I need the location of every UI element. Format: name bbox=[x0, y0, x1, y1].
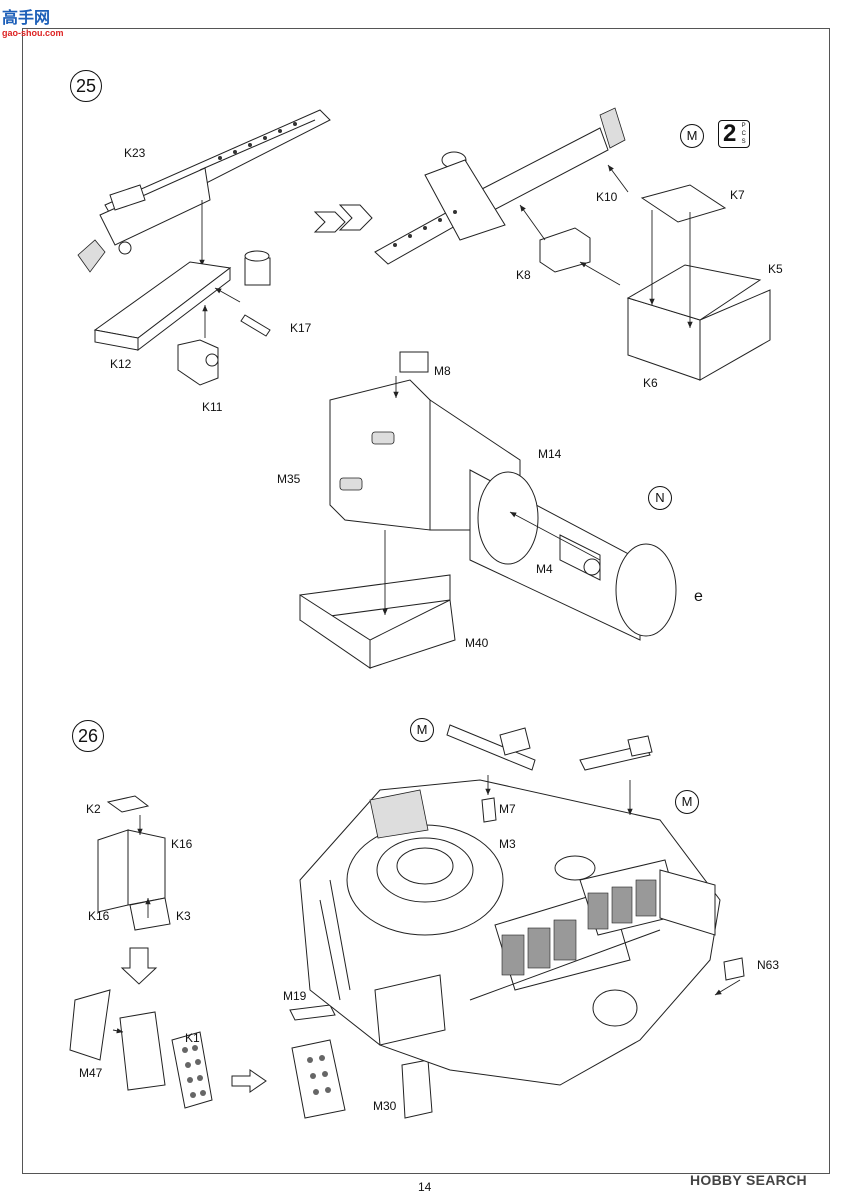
m30-panel bbox=[401, 1059, 433, 1119]
page-frame bbox=[22, 28, 830, 1174]
k16-ammo-bin bbox=[97, 795, 171, 931]
part-label: K8 bbox=[516, 268, 531, 282]
part-label: M40 bbox=[465, 636, 489, 650]
note-e: e bbox=[694, 588, 703, 605]
part-label: N63 bbox=[757, 958, 780, 972]
down-arrow bbox=[120, 947, 158, 985]
part-label: K3 bbox=[176, 909, 191, 923]
part-label: K5 bbox=[768, 262, 783, 276]
k7-plate bbox=[640, 184, 727, 223]
page-number: 14 bbox=[418, 1180, 432, 1194]
assembled-gun bbox=[374, 107, 626, 265]
hobby-search-logo: HOBBY SEARCH bbox=[690, 1172, 807, 1188]
part-label: K17 bbox=[290, 321, 312, 335]
marker-m: M bbox=[675, 790, 699, 814]
part-label: K7 bbox=[730, 188, 745, 202]
part-label: M19 bbox=[283, 989, 307, 1003]
m19-rack bbox=[289, 1004, 346, 1119]
step-number-26: 26 bbox=[72, 720, 104, 752]
marker-n: N bbox=[648, 486, 672, 510]
part-label: K16 bbox=[171, 837, 193, 851]
right-arrow bbox=[231, 1069, 267, 1093]
part-label: M47 bbox=[79, 1066, 103, 1080]
m40-tray bbox=[299, 574, 456, 669]
k12-mount bbox=[93, 250, 271, 352]
part-label: M14 bbox=[538, 447, 562, 461]
marker-m: M bbox=[680, 124, 704, 148]
turret-body bbox=[299, 779, 721, 1086]
part-label: M8 bbox=[434, 364, 451, 378]
part-label: K1 bbox=[185, 1031, 200, 1045]
site-logo: 高手网 gao-shou.com bbox=[2, 10, 64, 38]
k17-pin bbox=[240, 314, 271, 337]
part-label: M30 bbox=[373, 1099, 397, 1113]
k11-cradle bbox=[177, 339, 219, 386]
part-label: M3 bbox=[499, 837, 516, 851]
part-label: K6 bbox=[643, 376, 658, 390]
part-label: M35 bbox=[277, 472, 301, 486]
m7-turret-gun bbox=[446, 724, 653, 823]
sight-tube bbox=[469, 469, 677, 641]
part-label: K16 bbox=[88, 909, 110, 923]
k8-bracket bbox=[539, 227, 591, 273]
part-label: K2 bbox=[86, 802, 101, 816]
marker-m: M bbox=[410, 718, 434, 742]
part-label: M4 bbox=[536, 562, 553, 576]
next-step-arrow bbox=[313, 204, 373, 233]
step-number-25: 25 bbox=[70, 70, 102, 102]
part-label: K11 bbox=[202, 400, 223, 414]
part-label: K12 bbox=[110, 357, 132, 371]
k1-ammo-rack bbox=[69, 989, 213, 1109]
part-label: M7 bbox=[499, 802, 516, 816]
k23-machine-gun bbox=[77, 109, 331, 273]
n63-part bbox=[723, 957, 745, 981]
part-label: K10 bbox=[596, 190, 618, 204]
part-label: K23 bbox=[124, 146, 146, 160]
k6-ammo-box bbox=[626, 264, 771, 381]
